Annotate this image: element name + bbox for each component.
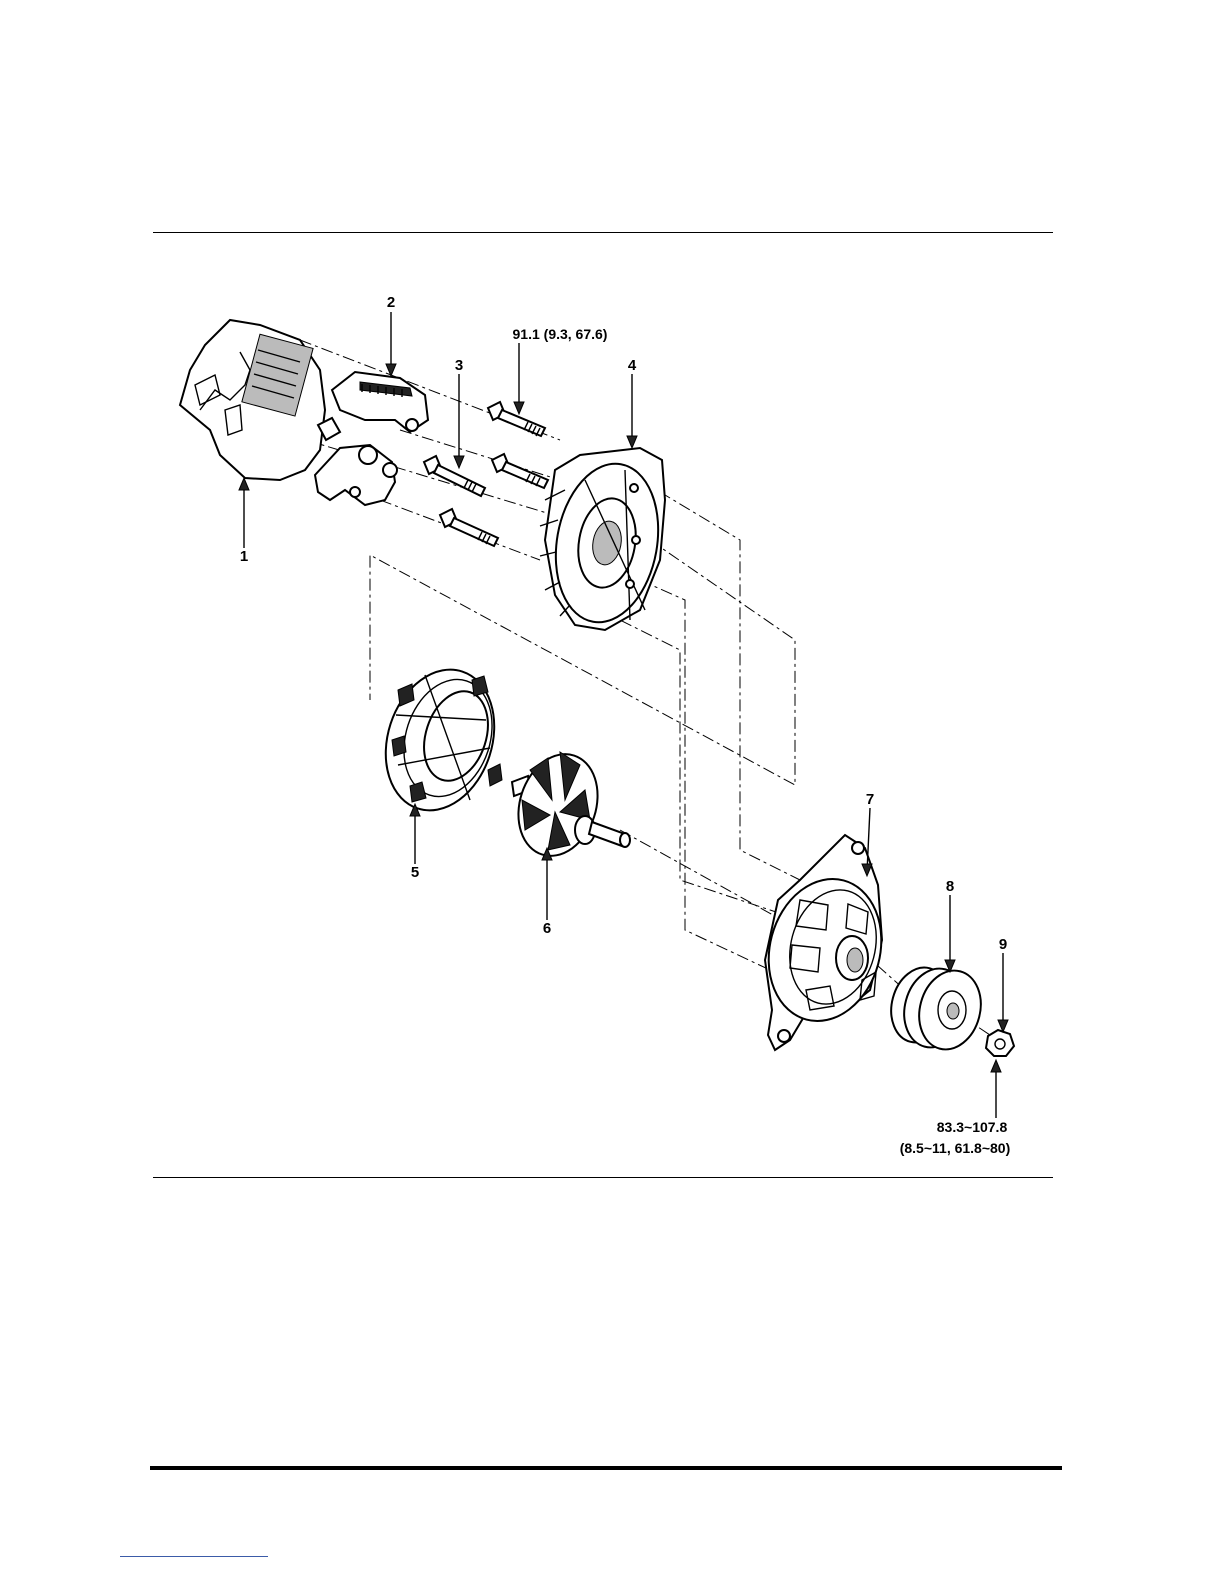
callout-7: 7 [866, 791, 874, 808]
part-2-regulator [318, 372, 428, 440]
torque-spec-nut-line-2: (8.5~11, 61.8~80) [900, 1140, 1011, 1156]
bolt-2 [492, 454, 548, 488]
part-8-pulley [883, 961, 989, 1056]
callout-9: 9 [999, 936, 1007, 953]
callout-4: 4 [628, 357, 637, 374]
part-5-stator [368, 655, 511, 824]
part-1-rear-cover [180, 320, 325, 480]
callout-3: 3 [455, 357, 463, 374]
part-6-rotor [506, 744, 630, 866]
callout-2: 2 [387, 294, 395, 311]
callout-6: 6 [543, 920, 551, 937]
torque-spec-nut-line-1: 83.3~107.8 [937, 1119, 1008, 1135]
part-9-nut [986, 1030, 1014, 1056]
torque-spec-bolt: 91.1 (9.3, 67.6) [513, 326, 608, 342]
terminal-bracket [315, 445, 397, 505]
callout-1: 1 [240, 548, 248, 565]
through-bolts [424, 402, 548, 546]
bolt-3 [424, 456, 485, 496]
bolt-4 [440, 509, 498, 546]
callout-8: 8 [946, 878, 954, 895]
part-4-rear-bracket [540, 448, 670, 630]
callout-5: 5 [411, 864, 419, 881]
